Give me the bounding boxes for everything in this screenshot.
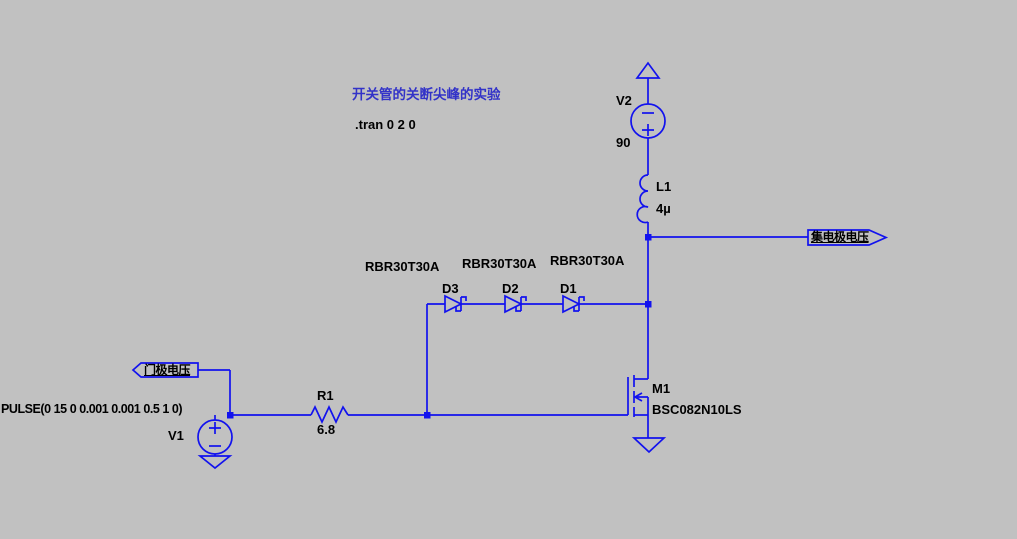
wire[interactable]	[198, 369, 231, 415]
ground-icon[interactable]	[197, 455, 233, 470]
v2-value-label[interactable]: 90	[616, 135, 631, 150]
d1-value-label[interactable]: RBR30T30A	[550, 253, 625, 268]
m1-value-label[interactable]: BSC082N10LS	[652, 402, 742, 417]
l1-value-label[interactable]: 4µ	[656, 201, 671, 216]
l1-name-label[interactable]: L1	[656, 179, 672, 194]
ground-icon[interactable]	[631, 437, 667, 454]
m1-nmos-symbol[interactable]	[627, 375, 649, 438]
spice-directive[interactable]: .tran 0 2 0	[355, 117, 416, 132]
d1-name-label[interactable]: D1	[560, 281, 577, 296]
d3-name-label[interactable]: D3	[442, 281, 459, 296]
v2-name-label[interactable]: V2	[616, 93, 632, 108]
v1-value-label[interactable]: PULSE(0 15 0 0.001 0.001 0.5 1 0)	[1, 402, 183, 416]
m1-name-label[interactable]: M1	[652, 381, 671, 396]
gate-net-label[interactable]: 门极电压	[144, 363, 191, 377]
collector-net-flag[interactable]	[807, 229, 889, 246]
v1-voltage-source-symbol[interactable]	[197, 419, 233, 455]
d3-value-label[interactable]: RBR30T30A	[365, 259, 440, 274]
v1-name-label[interactable]: V1	[168, 428, 184, 443]
junction-dots	[227, 234, 652, 419]
d2-name-label[interactable]: D2	[502, 281, 519, 296]
comment-title[interactable]: 开关管的关断尖峰的实验	[352, 87, 501, 102]
r1-name-label[interactable]: R1	[317, 388, 334, 403]
r1-resistor-symbol[interactable]	[310, 404, 349, 425]
d2-value-label[interactable]: RBR30T30A	[462, 256, 537, 271]
d2-schottky-diode-symbol[interactable]	[504, 294, 527, 314]
collector-net-label[interactable]: 集电极电压	[811, 230, 869, 244]
l1-inductor-symbol[interactable]	[636, 174, 649, 224]
power-flag-icon[interactable]	[635, 61, 661, 79]
v2-voltage-source-symbol[interactable]	[630, 103, 666, 139]
r1-value-label[interactable]: 6.8	[317, 422, 336, 437]
